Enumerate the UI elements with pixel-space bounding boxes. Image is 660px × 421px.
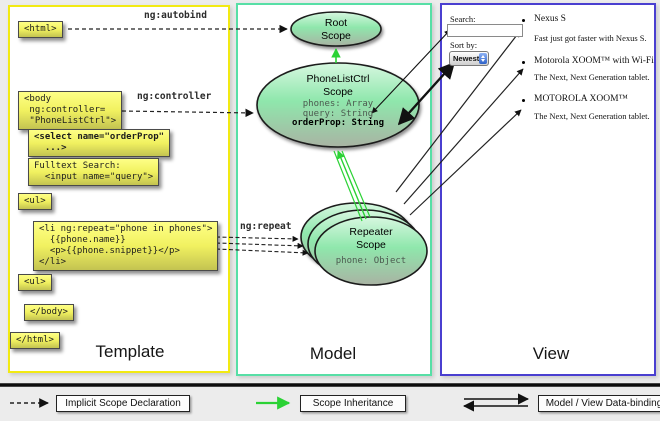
code-box-ul-close: <ul> (18, 274, 52, 291)
legend-implicit-scope: Implicit Scope Declaration (56, 395, 190, 412)
view-item-desc: The Next, Next Generation tablet. (534, 111, 650, 121)
view-item-desc: Fast just got faster with Nexus S. (534, 33, 647, 43)
sort-dropdown[interactable]: Newest (449, 51, 489, 66)
legend-scope-inheritance: Scope Inheritance (300, 395, 406, 412)
search-label: Search: (450, 14, 476, 24)
model-section-label: Model (309, 344, 357, 363)
declare-repeat-line-2 (215, 242, 304, 249)
view-item-desc: The Next, Next Generation tablet. (534, 72, 650, 82)
code-box-html-open: <html> (18, 21, 63, 38)
view-item-name: Nexus S (534, 14, 566, 24)
view-item-name: MOTOROLA XOOM™ (534, 94, 628, 104)
code-box-body-open: <body ng:controller= "PhoneListCtrl"> (18, 91, 123, 130)
sort-dropdown-value: Newest (453, 54, 480, 63)
view-section-label: View (532, 344, 570, 363)
binding-line-item1 (395, 30, 521, 193)
binding-line-item3 (409, 109, 522, 216)
binding-sort-orderprop (397, 61, 456, 126)
bullet-icon (522, 19, 525, 22)
bullet-icon (522, 99, 525, 102)
phonelistctrl-scope-title: PhoneListCtrl Scope (306, 73, 370, 98)
template-section-label: Template (95, 342, 165, 361)
code-box-html-close: </html> (10, 332, 60, 349)
root-scope-title: Root Scope (321, 17, 351, 42)
root-scope-ellipse (290, 11, 382, 47)
inheritance-line-1 (333, 150, 363, 222)
phonelistctrl-scope-props: phones: Array query: String orderProp: S… (257, 99, 419, 129)
search-input[interactable] (447, 24, 523, 37)
repeater-scope-prop: phone: Object (335, 256, 407, 266)
legend-databinding: Model / View Data-binding (538, 395, 660, 412)
code-box-fulltext-search: Fulltext Search: <input name="query"> (28, 158, 160, 186)
repeater-scope-title: Repeater Scope (349, 226, 393, 251)
inheritance-line-3 (341, 150, 371, 218)
inheritance-arrow-phonelist (336, 150, 367, 220)
bullet-icon (522, 61, 525, 64)
ng-repeat-label: ng:repeat (240, 221, 292, 232)
binding-line-item2 (403, 68, 524, 205)
prop-orderprop: orderProp: String (291, 118, 385, 128)
ng-autobind-label: ng:autobind (144, 10, 207, 21)
code-box-body-close: </body> (24, 304, 74, 321)
sort-by-label: Sort by: (450, 40, 478, 50)
view-item-name: Motorola XOOM™ with Wi-Fi (534, 56, 654, 66)
declare-repeat-line-3 (215, 248, 309, 256)
ng-controller-label: ng:controller (137, 91, 212, 102)
code-box-ul-open: <ul> (18, 193, 52, 210)
prop-query: query: String (302, 108, 374, 119)
repeater-scope-stack (300, 202, 428, 286)
code-box-select: <select name="orderProp" ...> (28, 129, 171, 157)
code-box-li-repeat: <li ng:repeat="phone in phones"> {{phone… (33, 221, 219, 271)
prop-phones: phones: Array (302, 99, 374, 109)
declare-repeat-line-1 (215, 235, 299, 242)
declare-controller-line (121, 108, 254, 118)
dropdown-stepper-icon (479, 53, 487, 64)
